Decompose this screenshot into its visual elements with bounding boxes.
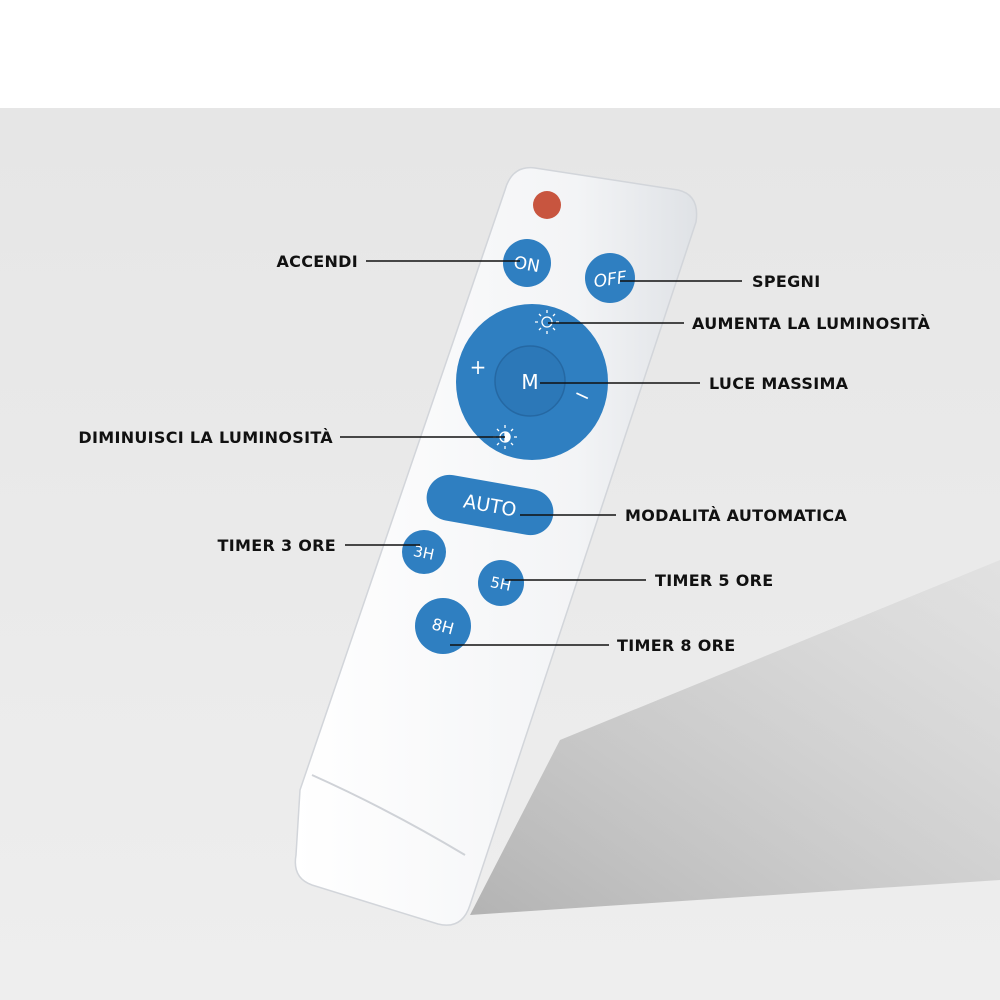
led-indicator bbox=[533, 191, 561, 219]
svg-text:ON: ON bbox=[512, 253, 541, 277]
svg-text:OFF: OFF bbox=[593, 268, 629, 292]
svg-text:3H: 3H bbox=[412, 542, 436, 564]
label-timer-5: TIMER 5 ORE bbox=[655, 571, 773, 590]
callout-lines bbox=[340, 260, 742, 646]
svg-text:5H: 5H bbox=[489, 573, 513, 595]
battery-cover-seam bbox=[311, 774, 466, 856]
brighter-icon[interactable] bbox=[535, 310, 559, 334]
timer-8h-button[interactable]: 8H bbox=[415, 598, 471, 654]
label-timer-8: TIMER 8 ORE bbox=[617, 636, 735, 655]
label-dimmer: DIMINUISCI LA LUMINOSITÀ bbox=[78, 428, 333, 447]
timer-3h-button[interactable]: 3H bbox=[402, 530, 446, 574]
max-light-button[interactable]: M bbox=[494, 345, 566, 417]
timer-5h-button[interactable]: 5H bbox=[478, 560, 524, 606]
auto-button[interactable]: AUTO bbox=[423, 471, 557, 539]
on-button[interactable]: ON bbox=[503, 239, 551, 287]
svg-text:M: M bbox=[521, 370, 538, 394]
label-max: LUCE MASSIMA bbox=[709, 374, 849, 393]
top-band bbox=[0, 0, 1000, 108]
remote-shadow bbox=[470, 560, 1000, 915]
off-button[interactable]: OFF bbox=[585, 253, 635, 303]
plus-sign: + bbox=[470, 355, 487, 379]
label-auto: MODALITÀ AUTOMATICA bbox=[625, 506, 847, 525]
label-on: ACCENDI bbox=[276, 252, 358, 271]
label-off: SPEGNI bbox=[752, 272, 820, 291]
label-brighter: AUMENTA LA LUMINOSITÀ bbox=[692, 314, 931, 333]
label-timer-3: TIMER 3 ORE bbox=[218, 536, 336, 555]
